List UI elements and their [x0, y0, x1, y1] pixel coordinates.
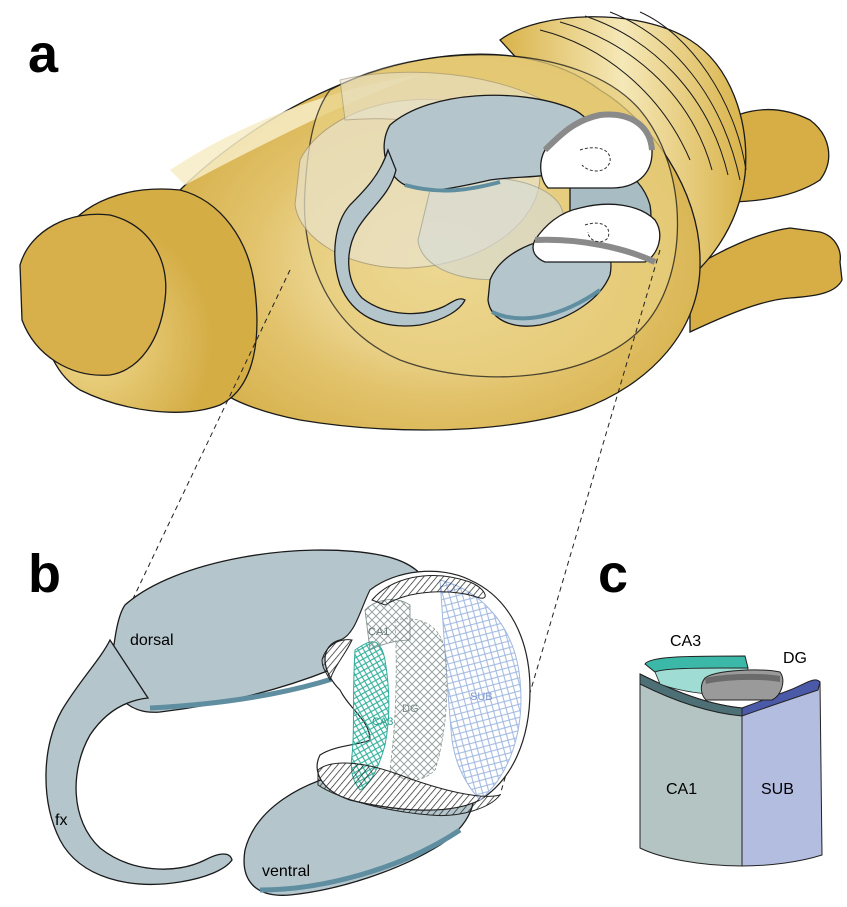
olfactory-bulb	[20, 214, 166, 375]
label-dg-c: DG	[783, 650, 807, 667]
label-dorsal: dorsal	[130, 632, 174, 649]
dg-region	[390, 619, 447, 780]
label-sub-b: SUB	[470, 691, 493, 703]
label-ventral: ventral	[262, 863, 310, 880]
label-ca3-b: CA3	[372, 716, 393, 728]
panel-c: CA3 DG CA1 SUB	[640, 633, 822, 866]
label-dg-b: DG	[402, 703, 419, 715]
panel-a	[20, 12, 842, 430]
panel-letter-b: b	[28, 544, 61, 604]
label-fx: fx	[55, 812, 67, 829]
label-ca1-b: CA1	[368, 626, 389, 638]
label-ca1-c: CA1	[666, 781, 697, 798]
panel-letter-c: c	[598, 544, 628, 604]
panel-b: dorsal fx ventral CA1 CA3 DG SUB	[46, 550, 530, 895]
panel-letter-a: a	[28, 24, 59, 84]
label-ca3-c: CA3	[670, 633, 701, 650]
label-sub-c: SUB	[761, 781, 794, 798]
